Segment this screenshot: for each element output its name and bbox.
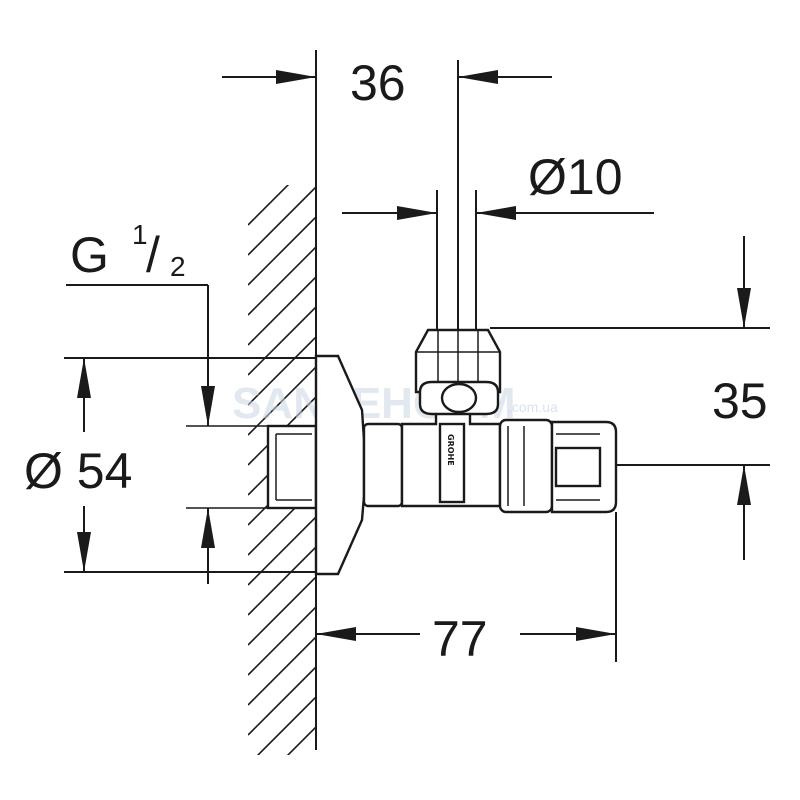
supply-pipe [436, 60, 477, 330]
threaded-inlet [266, 424, 318, 510]
dim-thread-den: 2 [170, 251, 186, 282]
watermark-sub: .com.ua [508, 399, 558, 415]
top-compression-nut [414, 328, 502, 416]
body-marking: GROHE [446, 434, 455, 466]
dim-10-label: Ø10 [528, 149, 623, 205]
dim-thread-slash: / [146, 227, 160, 283]
dim-thread-num: 1 [132, 219, 148, 250]
dim-flange-diameter: Ø 54 [24, 357, 316, 573]
dim-offset-width: 36 [222, 55, 552, 111]
dim-thread: G 1 / 2 [66, 219, 215, 584]
valve-body: GROHE [362, 404, 502, 508]
dim-total-length: 77 [316, 512, 617, 667]
valve-handle [498, 418, 618, 514]
dim-pipe-diameter: Ø10 [342, 149, 654, 220]
dim-54-label: Ø 54 [24, 443, 132, 499]
dim-35-label: 35 [712, 373, 768, 429]
dim-36-label: 36 [350, 55, 406, 111]
dim-outlet-height: 35 [490, 236, 770, 560]
dim-thread-prefix: G [70, 227, 109, 283]
dim-77-label: 77 [432, 611, 488, 667]
